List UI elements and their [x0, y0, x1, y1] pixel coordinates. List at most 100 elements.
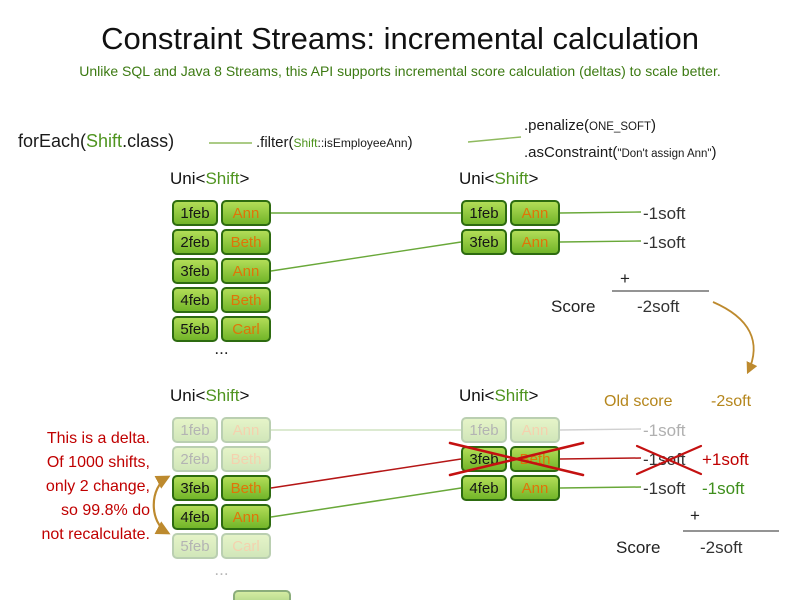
- score-value: -2soft: [637, 297, 680, 316]
- delta-note-line: only 2 change,: [45, 478, 150, 495]
- uni-post: >: [528, 169, 539, 188]
- shift-date-cell: 3feb: [172, 475, 218, 501]
- shift-date-cell: 1feb: [172, 200, 218, 226]
- shift-name-cell: Carl: [221, 316, 271, 342]
- shift-date-cell: 1feb: [461, 200, 507, 226]
- shift-date-cell: 1feb: [172, 417, 218, 443]
- code-foreach: forEach(Shift.class): [18, 131, 174, 153]
- delta-value-kept: -1soft: [643, 479, 686, 498]
- code-asconstraint-pre: .asConstraint(: [524, 144, 618, 161]
- shift-name-cell: Ann: [510, 475, 560, 501]
- delta-change-removed: +1soft: [702, 450, 749, 469]
- connector-1feb-delta: [559, 211, 642, 214]
- connector-filter-penalize: [467, 136, 522, 143]
- code-asconstraint-post: ): [711, 144, 717, 161]
- delta-change-added: -1soft: [702, 479, 745, 498]
- old-score-arrow-icon: [712, 301, 758, 375]
- ellipsis: ...: [214, 339, 229, 358]
- delta-note-line: so 99.8% do: [61, 502, 150, 519]
- code-asconstraint-arg: "Don't assign Ann": [617, 148, 712, 160]
- code-penalize-post: ): [651, 117, 657, 134]
- code-filter-pre: .filter(: [256, 134, 294, 151]
- shift-date-cell: 3feb: [461, 446, 507, 472]
- code-foreach-post: .class): [122, 131, 175, 151]
- code-filter-class: Shift: [293, 136, 318, 150]
- connector-4feb-added: [270, 487, 462, 518]
- connector-3feb: [270, 241, 462, 272]
- delta-note: This is a delta. Of 1000 shifts, only 2 …: [8, 427, 150, 547]
- old-score-value: -2soft: [711, 393, 752, 410]
- partial-shift-row: [233, 590, 291, 600]
- code-foreach-pre: forEach(: [18, 131, 87, 151]
- uni-post: >: [239, 386, 250, 405]
- code-foreach-class: Shift: [86, 131, 123, 151]
- uni-shift-label-bottom-left: Uni<Shift>: [170, 386, 249, 406]
- code-filter-post: ): [407, 134, 413, 151]
- sum-plus-sign: +: [620, 269, 630, 288]
- shift-date-cell: 2feb: [172, 446, 218, 472]
- uni-pre: Uni<: [459, 169, 495, 188]
- delta-note-line: not recalculate.: [41, 526, 150, 543]
- uni-shift-label-bottom-right: Uni<Shift>: [459, 386, 538, 406]
- connector-4feb-delta-added: [559, 486, 642, 489]
- page-title: Constraint Streams: incremental calculat…: [101, 21, 699, 56]
- subtitle: Unlike SQL and Java 8 Streams, this API …: [79, 63, 721, 79]
- shift-name-cell: Ann: [510, 229, 560, 255]
- uni-pre: Uni<: [170, 386, 206, 405]
- code-asconstraint: .asConstraint("Don't assign Ann"): [524, 144, 717, 162]
- connector-3feb-delta-removed: [559, 457, 642, 460]
- shift-date-cell: 4feb: [172, 504, 218, 530]
- score-label: Score: [551, 297, 596, 316]
- old-score-label: Old score: [604, 393, 673, 410]
- uni-type: Shift: [205, 169, 240, 188]
- shift-date-cell: 5feb: [172, 533, 218, 559]
- shift-name-cell: Beth: [510, 446, 560, 472]
- connector-3feb-removed: [270, 458, 462, 489]
- shift-name-cell: Beth: [221, 287, 271, 313]
- uni-shift-label-top-left: Uni<Shift>: [170, 169, 249, 189]
- code-penalize: .penalize(ONE_SOFT): [524, 117, 656, 135]
- uni-type: Shift: [205, 386, 240, 405]
- delta-note-line: Of 1000 shifts,: [46, 454, 150, 471]
- shift-name-cell: Ann: [221, 258, 271, 284]
- uni-shift-label-top-right: Uni<Shift>: [459, 169, 538, 189]
- code-filter-rest: ::isEmployeeAnn: [317, 136, 408, 150]
- shift-name-cell: Beth: [221, 475, 271, 501]
- shift-name-cell: Ann: [510, 417, 560, 443]
- shift-date-cell: 1feb: [461, 417, 507, 443]
- uni-post: >: [528, 386, 539, 405]
- shift-name-cell: Ann: [221, 417, 271, 443]
- shift-name-cell: Beth: [221, 446, 271, 472]
- shift-name-cell: Beth: [221, 229, 271, 255]
- delta-value-unchanged: -1soft: [643, 421, 686, 440]
- delta-value: -1soft: [643, 233, 686, 252]
- ellipsis: ...: [214, 560, 229, 579]
- uni-type: Shift: [494, 386, 529, 405]
- shift-date-cell: 3feb: [461, 229, 507, 255]
- delta-note-line: This is a delta.: [46, 430, 150, 447]
- score-value: -2soft: [700, 538, 743, 557]
- connector-1feb-delta-faded: [559, 428, 642, 431]
- code-penalize-pre: .penalize(: [524, 117, 590, 134]
- connector-3feb-delta: [559, 240, 642, 243]
- shift-name-cell: Ann: [221, 504, 271, 530]
- code-filter: .filter(Shift::isEmployeeAnn): [256, 134, 413, 152]
- delta-value-removed: -1soft: [643, 450, 686, 469]
